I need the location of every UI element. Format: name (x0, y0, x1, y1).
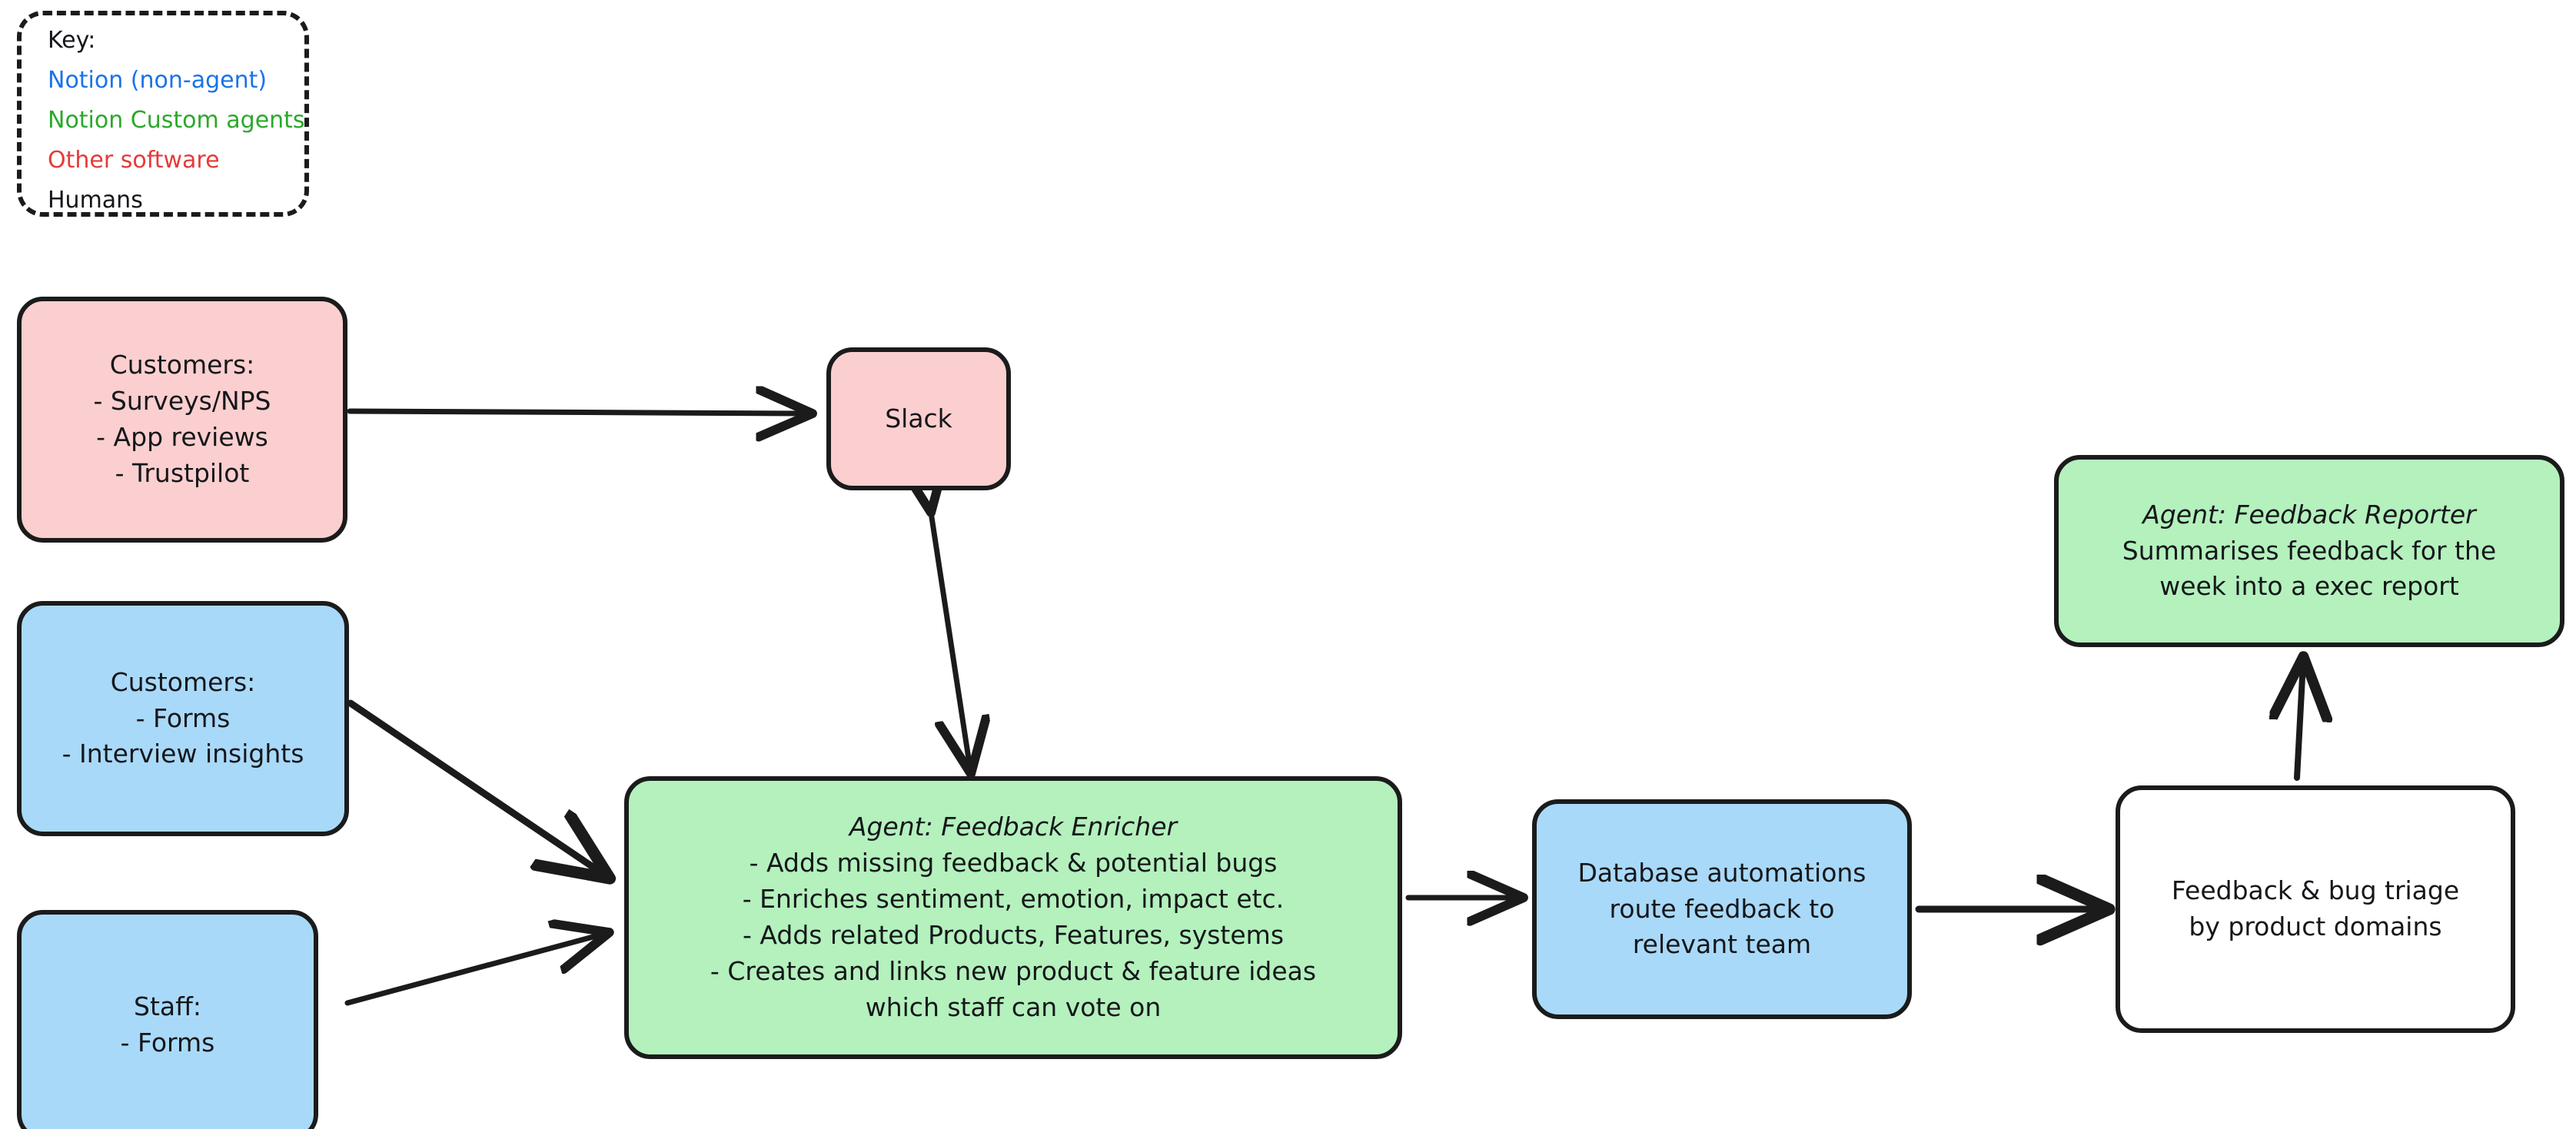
edge-triage-to-reporter (2297, 662, 2303, 781)
node-line: - Adds missing feedback & potential bugs (749, 848, 1278, 878)
edge-slack-enricher-bidirectional (930, 507, 970, 769)
node-line: - Forms (120, 1028, 215, 1058)
node-title: Agent: Feedback Reporter (2142, 499, 2476, 530)
legend-box: Key: Notion (non-agent) Notion Custom ag… (17, 11, 309, 217)
node-line: Database automations (1577, 857, 1866, 888)
node-line: - Interview insights (61, 739, 304, 769)
node-line: week into a exec report (2159, 571, 2459, 602)
node-line: Staff: (134, 991, 201, 1022)
node-line: route feedback to (1609, 893, 1835, 924)
node-line: which staff can vote on (865, 991, 1162, 1022)
node-agent-feedback-enricher[interactable]: Agent: Feedback Enricher - Adds missing … (624, 776, 1402, 1059)
node-agent-feedback-reporter[interactable]: Agent: Feedback Reporter Summarises feed… (2054, 455, 2564, 647)
legend-item-notion-non-agent: Notion (non-agent) (48, 67, 268, 94)
node-line: - Forms (135, 702, 231, 733)
edge-customers-blue-to-enricher (347, 699, 604, 875)
node-line: - Surveys/NPS (93, 386, 271, 417)
node-line: - App reviews (96, 422, 268, 452)
legend-heading: Key: (48, 27, 96, 54)
node-line: Customers: (110, 666, 256, 697)
node-line: relevant team (1632, 929, 1812, 960)
legend-item-other-software: Other software (48, 147, 220, 174)
node-line: Summarises feedback for the (2122, 535, 2497, 566)
node-staff[interactable]: Staff: - Forms (17, 910, 318, 1129)
node-line: Slack (885, 403, 952, 433)
node-line: Feedback & bug triage (2171, 875, 2460, 906)
edge-customers-pink-to-slack (347, 411, 807, 413)
node-database-automations[interactable]: Database automations route feedback to r… (1532, 799, 1912, 1019)
legend-item-humans: Humans (48, 187, 143, 214)
node-line: - Trustpilot (115, 457, 250, 488)
node-slack[interactable]: Slack (826, 347, 1011, 490)
node-line: - Enriches sentiment, emotion, impact et… (742, 884, 1285, 915)
node-line: - Creates and links new product & featur… (710, 955, 1317, 986)
node-title: Agent: Feedback Enricher (849, 812, 1178, 842)
node-line: - Adds related Products, Features, syste… (742, 920, 1285, 950)
node-feedback-bug-triage[interactable]: Feedback & bug triage by product domains (2116, 785, 2515, 1033)
node-line: Customers: (109, 350, 255, 380)
node-customers-notion[interactable]: Customers: - Forms - Interview insights (17, 601, 349, 836)
edge-staff-to-enricher (344, 934, 604, 1006)
legend-item-notion-custom-agents: Notion Custom agents (48, 107, 305, 134)
node-line: by product domains (2189, 912, 2442, 941)
node-customers-other-software[interactable]: Customers: - Surveys/NPS - App reviews -… (17, 297, 347, 543)
